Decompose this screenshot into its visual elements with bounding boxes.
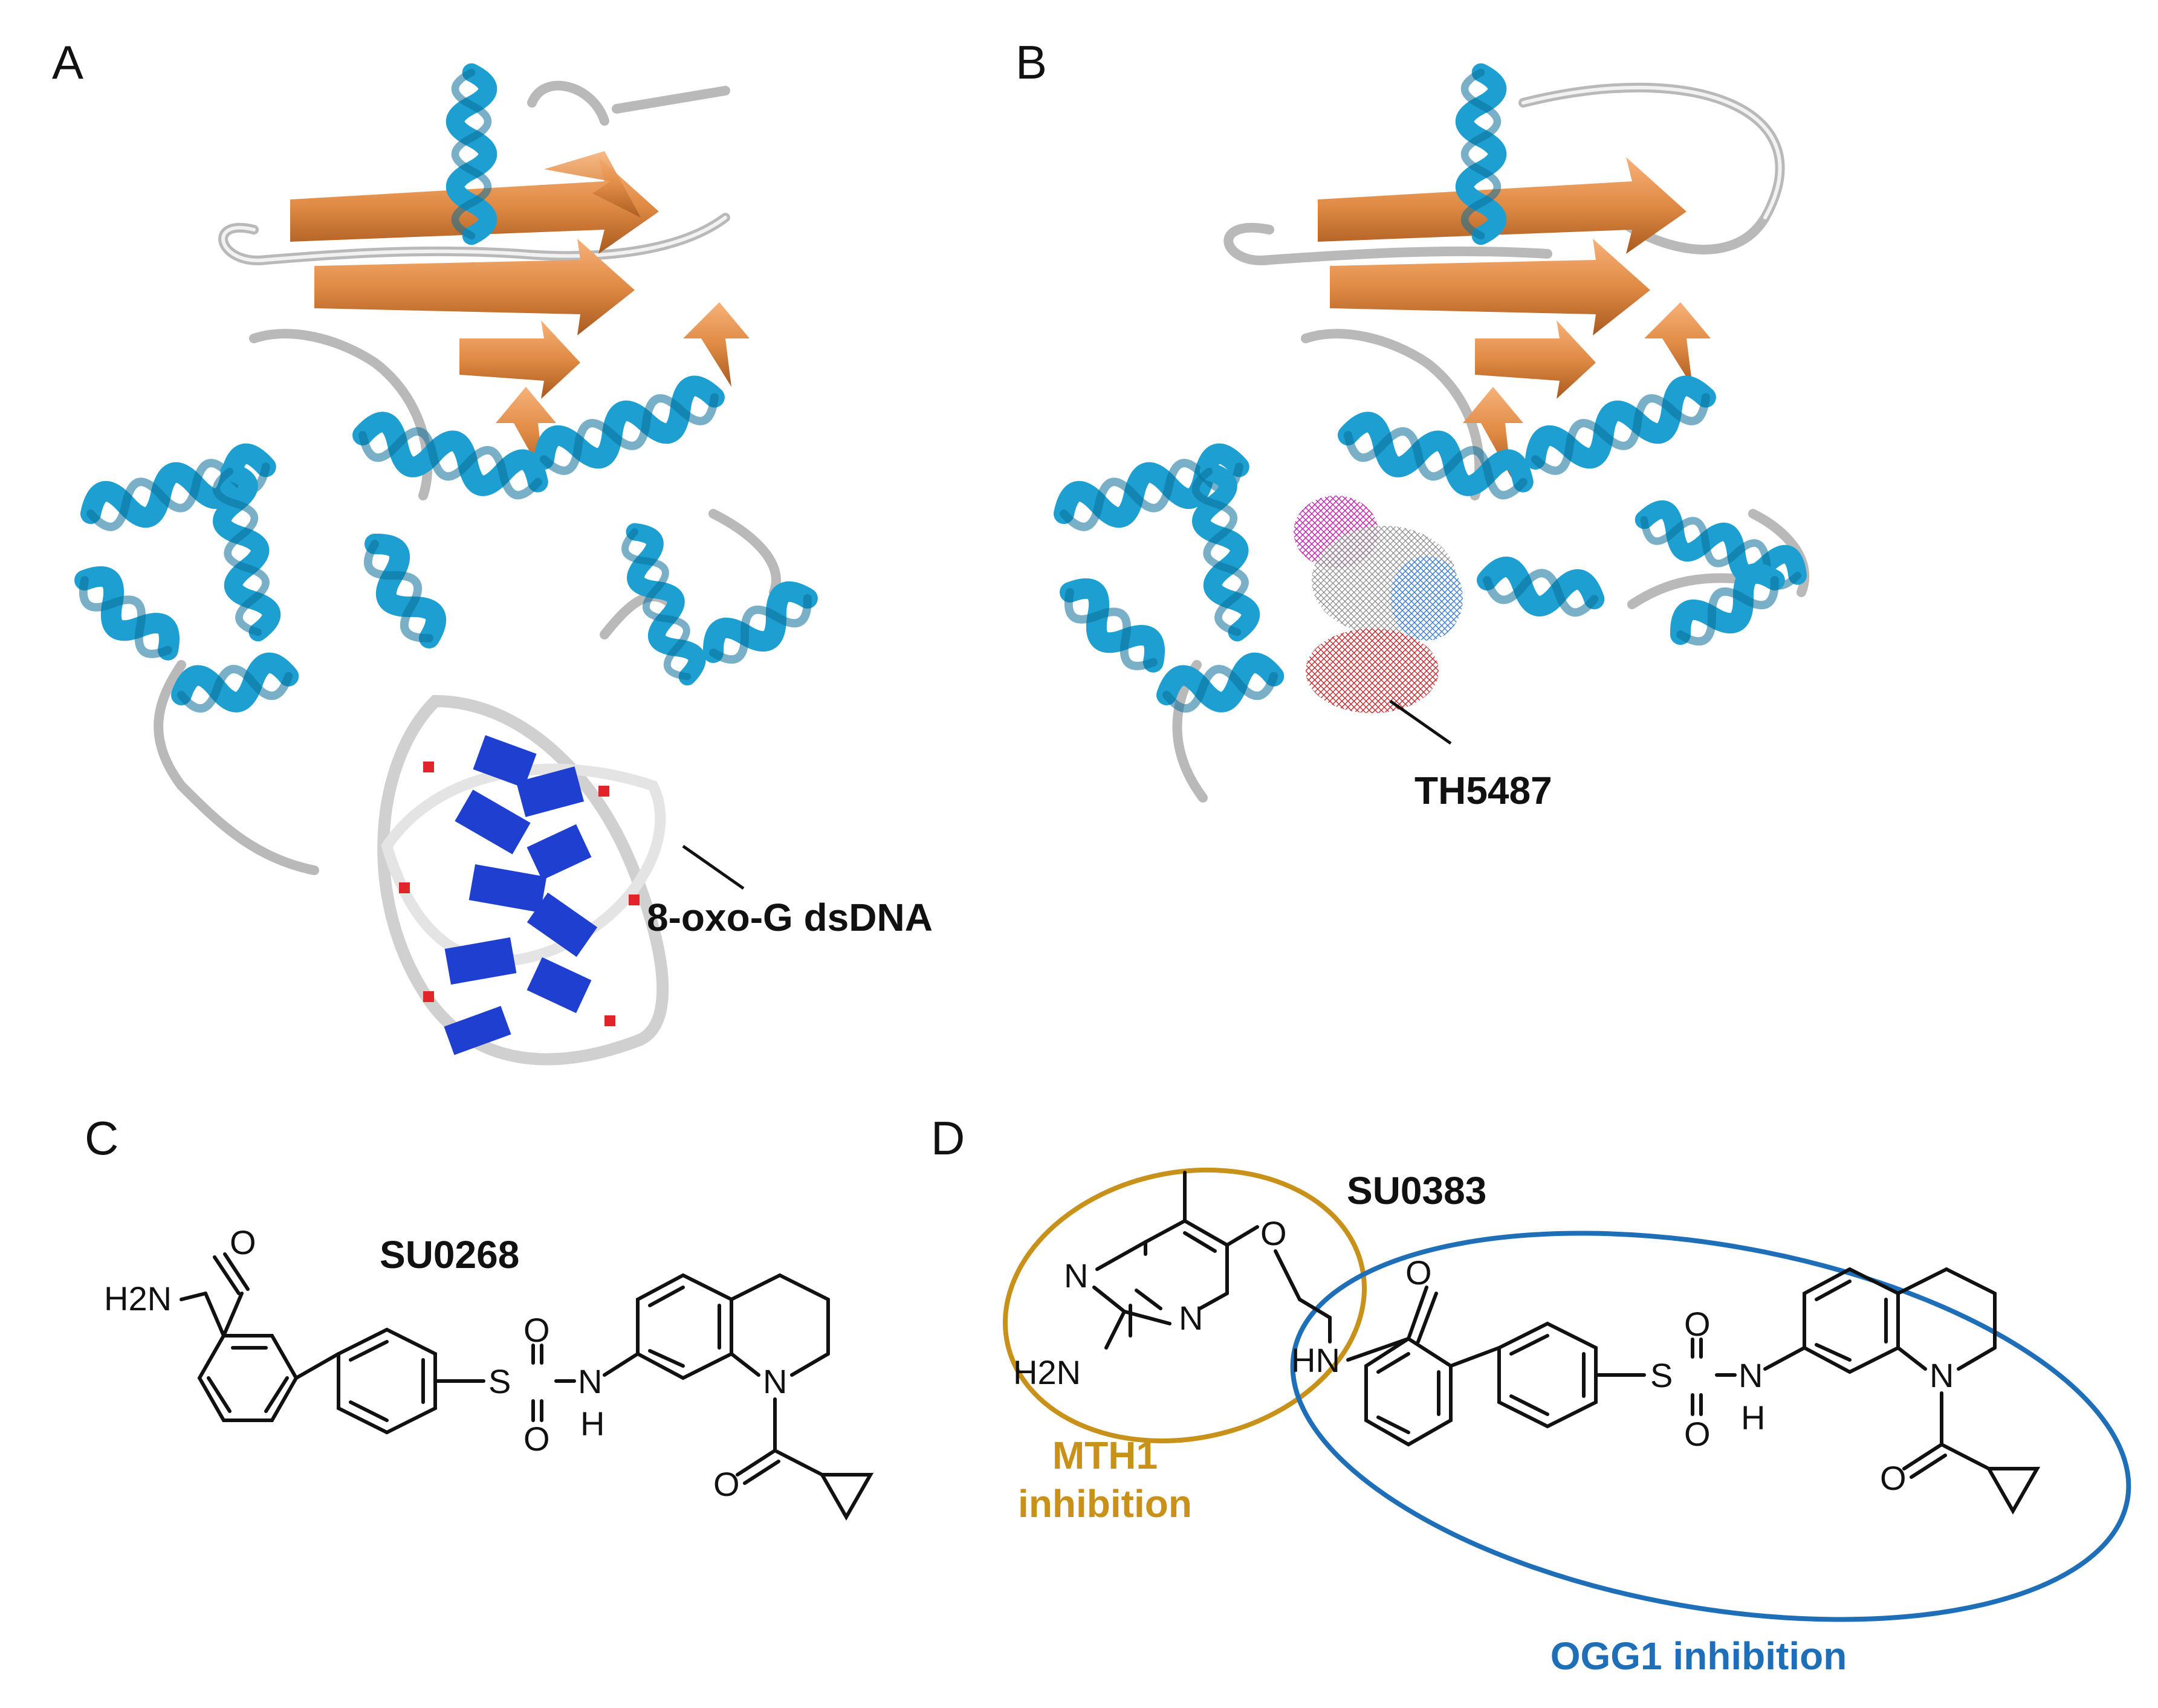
panel-b-callout-leader — [1389, 699, 1452, 745]
svg-text:H: H — [1741, 1399, 1765, 1437]
panel-d-letter: D — [931, 1111, 965, 1165]
svg-text:O: O — [713, 1465, 740, 1503]
mth1-region-outline — [1003, 1167, 1367, 1444]
panel-c-letter: C — [85, 1111, 118, 1165]
svg-text:S: S — [1650, 1356, 1673, 1394]
panel-a-strand-2 — [314, 239, 635, 335]
svg-text:H2N: H2N — [1013, 1353, 1081, 1391]
panel-b-strand-2 — [1330, 239, 1650, 335]
ogg1-label: OGG1 inhibition — [1550, 1634, 1847, 1678]
svg-text:N: N — [1064, 1257, 1088, 1295]
panel-a-protein — [74, 73, 815, 875]
svg-text:S: S — [488, 1362, 511, 1400]
panel-a-dna — [377, 694, 669, 1066]
svg-text:N: N — [1179, 1299, 1203, 1337]
panel-a-callout: 8-oxo-G dsDNA — [647, 896, 933, 939]
mth1-label-line1: MTH1 — [1052, 1434, 1158, 1477]
svg-text:N: N — [1930, 1356, 1954, 1394]
svg-text:N: N — [578, 1362, 602, 1400]
panel-c-compound-name: SU0268 — [380, 1233, 519, 1276]
svg-text:O: O — [1684, 1415, 1711, 1453]
panel-d-structure: N N H2N O HN O S O O — [1013, 1171, 2041, 1515]
svg-text:O: O — [1260, 1214, 1287, 1252]
panel-c-structure: O H2N S O O N H N — [104, 1223, 874, 1521]
svg-text:O: O — [1880, 1459, 1907, 1497]
svg-text:O: O — [523, 1420, 550, 1458]
panel-a-strand-3 — [459, 320, 580, 399]
panel-b-strand-3 — [1475, 320, 1596, 399]
panel-b-strand-1 — [1318, 157, 1687, 254]
svg-text:O: O — [1684, 1305, 1711, 1343]
panel-b-ligand-mesh — [1294, 496, 1463, 713]
ogg1-region-outline — [1290, 1231, 2131, 1622]
mth1-label-line2: inhibition — [1018, 1482, 1192, 1525]
svg-text:HN: HN — [1291, 1341, 1340, 1379]
svg-text:O: O — [523, 1311, 550, 1349]
panel-d-compound-name: SU0383 — [1347, 1169, 1486, 1212]
svg-text:N: N — [1738, 1356, 1763, 1394]
svg-text:O: O — [230, 1223, 256, 1261]
panel-a-callout-leader — [682, 844, 745, 890]
svg-text:O: O — [1405, 1254, 1432, 1292]
svg-text:H: H — [580, 1405, 604, 1443]
panel-b-callout: TH5487 — [1414, 769, 1552, 812]
svg-text:H2N: H2N — [104, 1279, 172, 1318]
panel-b-letter: B — [1016, 36, 1047, 89]
panel-b-protein — [1059, 73, 1804, 803]
panel-a-letter: A — [52, 36, 83, 89]
svg-text:N: N — [763, 1362, 787, 1400]
